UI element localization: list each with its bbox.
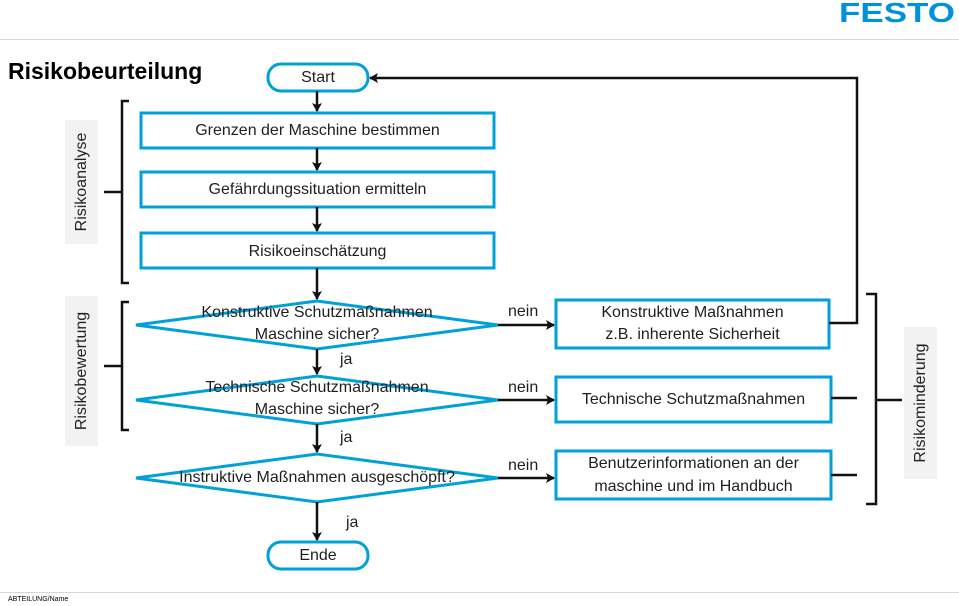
measure-label-benutzer-line2: maschine und im Handbuch [594, 478, 793, 495]
page-title: Risikobeurteilung [8, 58, 203, 84]
step-box-gefaehrdung [139, 170, 496, 209]
step-label-gefaehrdung: Gefährdungssituation ermitteln [208, 181, 427, 198]
feedback-loop-line [369, 73, 859, 325]
header-divider [0, 39, 959, 40]
side-label-risikoanalyse: Risikoanalyse [65, 120, 98, 244]
measure-box-technisch [554, 375, 833, 424]
bracket-risikobewertung [120, 300, 129, 432]
footer-divider [0, 592, 959, 593]
step-box-grenzen [139, 111, 496, 150]
logo-text: FESTO [839, 0, 955, 24]
no-label-2: nein [508, 379, 539, 396]
side-label-risikominderung: Risikominderung [904, 327, 937, 479]
no-label-3: nein [508, 457, 539, 474]
end-terminal [266, 540, 370, 571]
end-label: Ende [299, 547, 337, 564]
yes-label-2: ja [340, 429, 353, 446]
yes-label-1: ja [340, 351, 353, 368]
no-label-1: nein [508, 303, 539, 320]
bracket-risikominderung [866, 292, 878, 506]
decision-label-konstruktiv-line1: Konstruktive Schutzmaßnahmen [201, 304, 433, 321]
decision-label-instruktiv: Instruktive Maßnahmen ausgeschöpft? [179, 469, 455, 486]
decision-label-technisch-line2: Maschine sicher? [254, 401, 380, 418]
festo-logo: FESTO [839, 0, 955, 24]
yes-label-3: ja [346, 514, 359, 531]
measure-label-konstruktiv-line2: z.B. inherente Sicherheit [605, 326, 780, 343]
measure-box-benutzer [554, 449, 833, 501]
decision-label-technisch-line1: Technische Schutzmaßnahmen [205, 379, 429, 396]
start-label: Start [301, 69, 335, 86]
decision-label-konstruktiv-line2: Maschine sicher? [254, 326, 380, 343]
measure-label-benutzer-line1: Benutzerinformationen an der [588, 455, 799, 472]
step-box-risikoeinschaetzung [139, 231, 496, 270]
footer-text: ABTEILUNG/Name [8, 596, 69, 603]
measure-label-konstruktiv-line1: Konstruktive Maßnahmen [601, 304, 784, 321]
step-label-risikoeinschaetzung: Risikoeinschätzung [248, 243, 387, 260]
measure-label-technisch: Technische Schutzmaßnahmen [581, 391, 806, 408]
bracket-risikoanalyse [120, 99, 129, 285]
side-label-risikobewertung: Risikobewertung [65, 296, 98, 446]
step-label-grenzen: Grenzen der Maschine bestimmen [195, 122, 440, 139]
